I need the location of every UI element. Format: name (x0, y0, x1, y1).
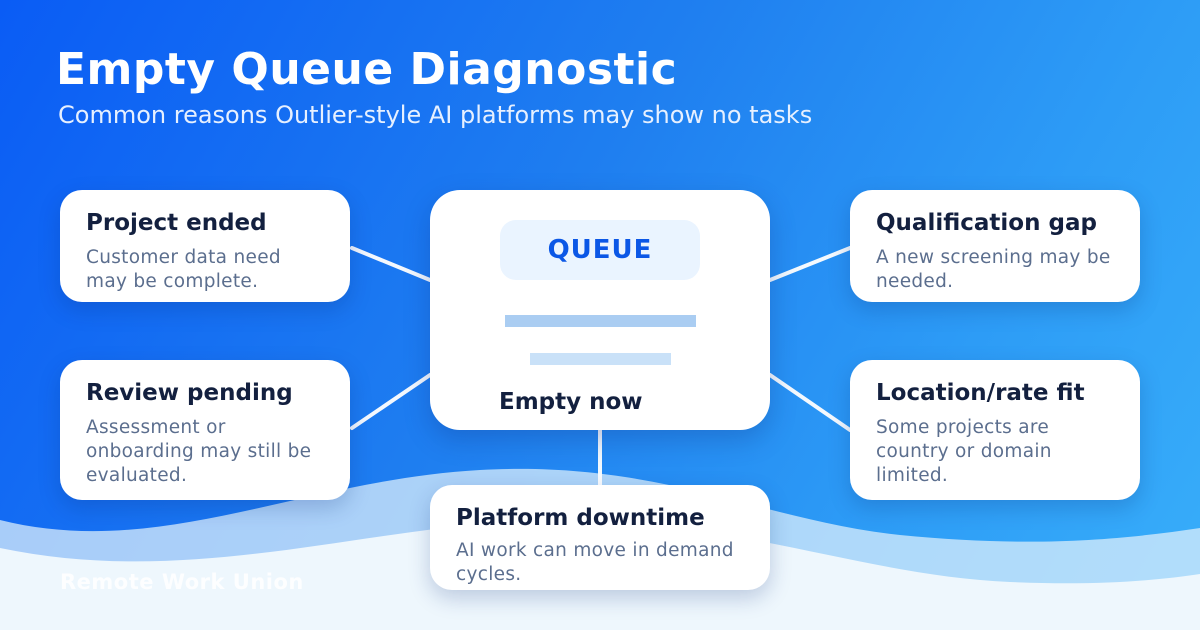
reason-description: AI work can move in demand cycles. (456, 540, 734, 585)
reason-card-platform-downtime: Platform downtime AI work can move in de… (430, 485, 770, 590)
page-title: Empty Queue Diagnostic (56, 44, 678, 95)
queue-placeholder-bar (505, 315, 696, 327)
reason-description: Customer data need may be complete. (86, 247, 281, 292)
reason-title: Platform downtime (456, 505, 705, 531)
queue-label: QUEUE (500, 220, 700, 280)
reason-card-location-rate-fit: Location/rate fit Some projects are coun… (850, 360, 1140, 500)
reason-title: Location/rate fit (876, 380, 1085, 406)
reason-card-project-ended: Project ended Customer data need may be … (60, 190, 350, 302)
queue-status: Empty now (499, 389, 643, 415)
connector-project-ended (350, 246, 432, 282)
reason-description: Assessment or onboarding may still be ev… (86, 417, 312, 486)
brand-watermark: Remote Work Union (60, 570, 304, 594)
connector-location-rate (768, 373, 852, 432)
reason-card-review-pending: Review pending Assessment or onboarding … (60, 360, 350, 500)
queue-card: QUEUE Empty now (430, 190, 770, 430)
queue-placeholder-bar (530, 353, 671, 365)
reason-title: Qualification gap (876, 210, 1097, 236)
page-subtitle: Common reasons Outlier-style AI platform… (58, 101, 813, 129)
connector-qualification-gap (768, 246, 852, 282)
reason-card-qualification-gap: Qualification gap A new screening may be… (850, 190, 1140, 302)
connector-review-pending (350, 373, 432, 430)
reason-description: Some projects are country or domain limi… (876, 417, 1052, 486)
reason-title: Review pending (86, 380, 293, 406)
reason-description: A new screening may be needed. (876, 247, 1111, 292)
reason-title: Project ended (86, 210, 267, 236)
